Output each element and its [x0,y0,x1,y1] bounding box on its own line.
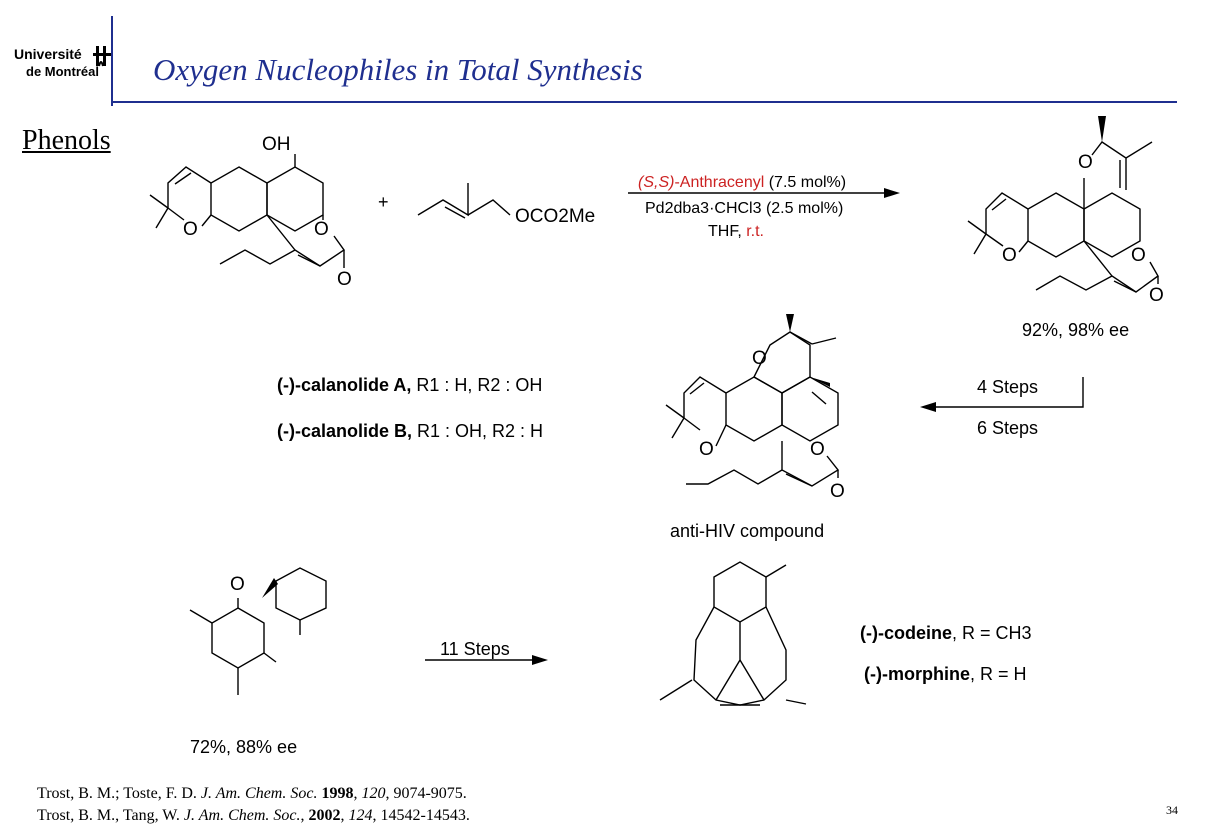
svg-text:O: O [810,439,825,460]
svg-text:O: O [1002,245,1017,266]
svg-text:O: O [337,269,352,290]
codeine-substituent: , R = CH3 [952,623,1032,643]
calanolide-a-label: (-)-calanolide A, R1 : H, R2 : OH [277,375,542,396]
header-horizontal-rule [111,101,1177,103]
reference-1-journal: J. Am. Chem. Soc. [200,785,318,802]
svg-text:O: O [230,574,245,595]
catalyst-loading: (7.5 mol%) [764,174,847,191]
svg-text:O: O [1149,285,1164,306]
svg-text:O: O [1131,245,1146,266]
svg-text:OH: OH [262,134,291,155]
logo-line-2: de Montréal [26,64,99,79]
page-title: Oxygen Nucleophiles in Total Synthesis [153,52,643,87]
allyl-ether-product-structure: O O O O [967,116,1164,306]
svg-text:O: O [314,219,329,240]
reaction-arrow-1 [628,188,900,198]
reference-1-volume: 120 [361,785,386,802]
reaction-arrow-3 [425,655,548,665]
carbonate-group-label: OCO2Me [515,206,596,227]
svg-text:O: O [752,348,767,369]
calanolide-a-name: (-)-calanolide A, [277,375,412,395]
calanolide-b-name: (-)-calanolide B, [277,421,413,441]
svg-text:O: O [183,219,198,240]
reference-1: Trost, B. M.; Toste, F. D. J. Am. Chem. … [37,785,467,802]
aryl-ether-structure: O [189,567,327,695]
reference-1-year: 1998 [321,785,354,802]
calanolide-b-label: (-)-calanolide B, R1 : OH, R2 : H [277,421,543,442]
catalyst-name: -Anthracenyl [674,174,765,191]
reference-1-pages: 9074-9075. [393,785,467,802]
calanolide-structure: O O O O [665,314,845,502]
conditions-line-3: THF, r.t. [708,223,764,241]
calanolide-caption: anti-HIV compound [670,521,825,541]
page-number: 34 [1166,803,1178,817]
conditions-line-2: Pd2dba3·CHCl3 (2.5 mol%) [645,200,844,217]
reference-2-journal: J. Am. Chem. Soc. [183,807,301,824]
morphine-label: (-)-morphine, R = H [864,664,1027,685]
steps-11-label: 11 Steps [440,639,510,659]
reference-2-year: 2002 [308,807,341,824]
calanolide-b-substituents: R1 : OH, R2 : H [417,421,544,441]
product-1-yield: 92%, 98% ee [1022,320,1130,340]
morphinan-structure [659,561,807,706]
reference-2-pages: 14542-14543. [380,807,470,824]
aryl-ether-yield: 72%, 88% ee [190,737,298,757]
solvent: THF, [708,223,747,240]
section-title: Phenols [22,125,111,156]
reference-2-authors: Trost, B. M., Tang, W. [37,807,184,824]
reaction-arrow-2 [920,377,1084,412]
header-vertical-rule [111,16,113,106]
morphine-substituent: , R = H [969,664,1027,684]
coumarin-phenol-structure: OH O O O [149,134,352,290]
morphine-name: (-)-morphine [864,664,970,684]
plus-sign: + [378,192,389,212]
codeine-label: (-)-codeine, R = CH3 [860,623,1032,644]
allylic-carbonate-structure [417,183,511,219]
catalyst-stereo: (S,S) [638,174,675,191]
svg-text:O: O [699,439,714,460]
reference-2: Trost, B. M., Tang, W. J. Am. Chem. Soc.… [37,807,470,824]
codeine-name: (-)-codeine [860,623,952,643]
university-logo: Université de Montréal [14,44,114,88]
steps-b-label: 6 Steps [977,418,1039,438]
reference-2-volume: 124 [348,807,373,824]
svg-text:O: O [830,481,845,502]
logo-line-1: Université [14,46,82,62]
steps-a-label: 4 Steps [977,377,1039,397]
calanolide-a-substituents: R1 : H, R2 : OH [416,375,543,395]
logo-emblem-icon [93,46,112,67]
conditions-line-1: (S,S)-Anthracenyl (7.5 mol%) [638,174,846,192]
temperature: r.t. [746,223,764,240]
svg-text:O: O [1078,152,1093,173]
reference-1-authors: Trost, B. M.; Toste, F. D. [37,785,201,802]
